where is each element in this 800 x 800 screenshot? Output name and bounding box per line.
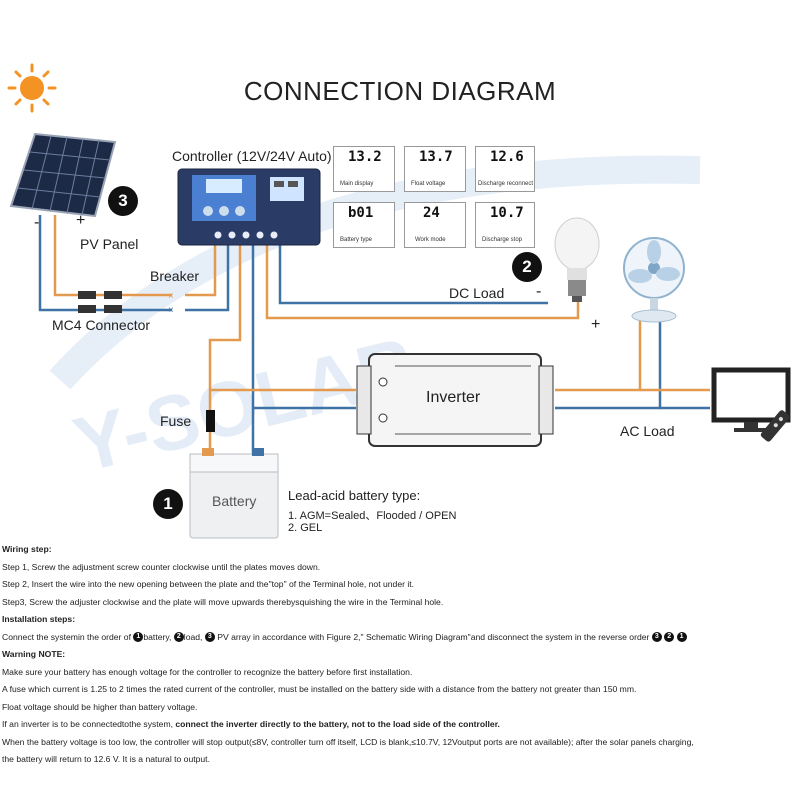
warning-line-4: If an inverter is to be connectedtothe s… bbox=[2, 716, 798, 734]
sun-icon bbox=[7, 63, 57, 113]
lcd-value: 13.2 bbox=[348, 149, 382, 165]
warning-line-1: Make sure your battery has enough voltag… bbox=[2, 666, 413, 677]
reverse-badge-3: 3 bbox=[651, 632, 662, 643]
lcd-panel: 13.7 Float voltage bbox=[404, 146, 466, 192]
mc4-connector-icon: × × bbox=[78, 291, 174, 316]
warning-line-2: A fuse which current is 1.25 to 2 times … bbox=[2, 684, 637, 694]
install-text-c: load, bbox=[183, 631, 203, 642]
warning-line-6: the battery will return to 12.6 V. It is… bbox=[2, 754, 210, 764]
lcd-value: 24 bbox=[423, 205, 440, 221]
battery-type-heading: Lead-acid battery type: bbox=[288, 488, 421, 503]
wiring-lines bbox=[38, 215, 710, 455]
lcd-panel: 12.6 Discharge reconnect bbox=[475, 146, 535, 192]
badge-two: 2 bbox=[512, 252, 542, 282]
pv-minus-label: - bbox=[34, 214, 40, 231]
lcd-caption: Main display bbox=[340, 181, 374, 187]
wiring-heading: Wiring step: bbox=[2, 544, 52, 554]
light-bulb-icon bbox=[554, 217, 600, 302]
reverse-badge-1: 1 bbox=[676, 632, 687, 643]
wiring-step-2: Step 2, Insert the wire into the new ope… bbox=[2, 579, 415, 589]
lcd-value: 13.7 bbox=[419, 149, 453, 165]
lcd-value: 12.6 bbox=[490, 149, 524, 165]
dc-minus-label: - bbox=[536, 283, 542, 300]
battery-icon bbox=[189, 448, 279, 539]
lcd-display-grid: 13.2 Main display 13.7 Float voltage 12.… bbox=[333, 146, 535, 248]
warning-4-bold: connect the inverter directly to the bat… bbox=[175, 719, 500, 729]
battery-type-line1: 1. AGM=Sealed、Flooded / OPEN bbox=[288, 510, 457, 522]
fuse-label: Fuse bbox=[160, 413, 192, 429]
battery-label: Battery bbox=[212, 493, 257, 509]
svg-text:×: × bbox=[168, 291, 174, 302]
solar-panel-icon bbox=[9, 132, 117, 218]
lcd-panel: 24 Work mode bbox=[404, 202, 466, 248]
inverter-box bbox=[356, 353, 554, 447]
pv-panel-label: PV Panel bbox=[80, 236, 139, 252]
installation-heading: Installation steps: bbox=[2, 614, 76, 624]
ac-load-label: AC Load bbox=[620, 423, 675, 439]
pv-plus-label: + bbox=[76, 212, 86, 229]
lcd-value: b01 bbox=[348, 205, 374, 221]
badge-one: 1 bbox=[153, 489, 183, 519]
lcd-panel: 10.7 Discharge stop bbox=[475, 202, 535, 248]
warning-line-5: When the battery voltage is too low, the… bbox=[2, 736, 694, 747]
lcd-panel: 13.2 Main display bbox=[333, 146, 395, 192]
order-badge-3: 3 bbox=[204, 632, 215, 643]
order-badge-1: 1 bbox=[133, 632, 144, 643]
install-text-b: battery, bbox=[143, 631, 172, 642]
controller-label: Controller (12V/24V Auto) bbox=[172, 148, 332, 164]
inverter-label: Inverter bbox=[426, 389, 481, 406]
breaker-label: Breaker bbox=[150, 268, 200, 284]
fan-icon bbox=[623, 237, 685, 323]
lcd-caption: Discharge stop bbox=[482, 237, 523, 243]
fuse-icon bbox=[206, 410, 215, 432]
wiring-step-3: Step3, Screw the adjuster clockwise and … bbox=[2, 596, 444, 607]
instructions-block: Wiring step: Step 1, Screw the adjustmen… bbox=[2, 541, 798, 769]
battery-type-line2: 2. GEL bbox=[288, 522, 323, 534]
order-badge-2: 2 bbox=[173, 632, 184, 643]
dc-load-label: DC Load bbox=[449, 285, 505, 301]
lcd-caption: Battery type bbox=[340, 237, 373, 243]
warning-line-3: Float voltage should be higher than batt… bbox=[2, 701, 198, 712]
lcd-caption: Float voltage bbox=[411, 181, 446, 187]
charge-controller bbox=[177, 168, 321, 246]
mc4-label: MC4 Connector bbox=[52, 317, 151, 333]
dc-plus-label: + bbox=[591, 316, 601, 333]
badge-three: 3 bbox=[108, 186, 138, 216]
install-text-a: Connect the systemin the order of bbox=[2, 631, 131, 642]
wiring-step-1: Step 1, Screw the adjustment screw count… bbox=[2, 561, 321, 572]
warning-heading: Warning NOTE: bbox=[2, 649, 66, 659]
lcd-value: 10.7 bbox=[490, 205, 524, 221]
install-text-d: PV array in accordance with Figure 2," S… bbox=[217, 631, 650, 642]
svg-text:×: × bbox=[168, 305, 174, 316]
lcd-caption: Discharge reconnect bbox=[478, 181, 534, 187]
tv-icon bbox=[711, 367, 791, 442]
warning-4-text: If an inverter is to be connectedtothe s… bbox=[2, 719, 174, 729]
lcd-panel: b01 Battery type bbox=[333, 202, 395, 248]
reverse-badge-2: 2 bbox=[664, 632, 675, 643]
lcd-caption: Work mode bbox=[415, 237, 446, 243]
diagram-title: CONNECTION DIAGRAM bbox=[243, 76, 557, 106]
